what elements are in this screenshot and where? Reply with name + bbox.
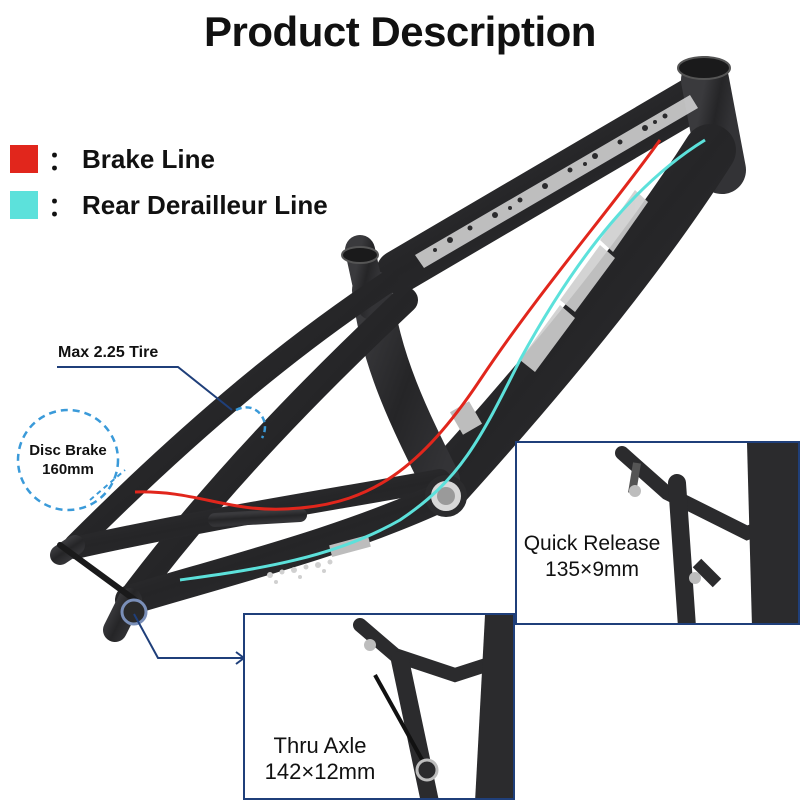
down-tube-graphic xyxy=(520,190,648,372)
quick-release-photo xyxy=(615,443,798,623)
axle-end xyxy=(120,598,148,626)
axle xyxy=(57,542,138,603)
thru-axle-callout-line xyxy=(133,613,243,659)
legend-swatch-brake xyxy=(10,145,38,173)
tire-callout-line xyxy=(57,366,233,411)
head-tube-top xyxy=(677,56,731,80)
legend-colon: ： xyxy=(48,191,75,222)
thru-axle-label-line1: Thru Axle xyxy=(273,733,367,758)
thru-axle-label-line2: 142×12mm xyxy=(264,759,376,784)
quick-release-inset: Quick Release 135×9mm xyxy=(515,441,800,625)
thru-axle-inset: Thru Axle 142×12mm xyxy=(243,613,515,800)
seat-stay-left xyxy=(64,271,399,556)
brake-line xyxy=(134,139,662,511)
legend-label-derailleur: Rear Derailleur Line xyxy=(82,189,328,220)
quick-release-label: Quick Release 135×9mm xyxy=(517,531,667,583)
quick-release-label-line1: Quick Release xyxy=(523,532,661,555)
disc-brake-pointer xyxy=(89,469,126,501)
thru-axle-label: Thru Axle 142×12mm xyxy=(245,733,395,785)
chain-stay-right xyxy=(115,480,460,615)
thru-axle-photo xyxy=(353,615,513,798)
quick-release-label-line2: 135×9mm xyxy=(545,558,639,581)
legend-item-brake: ： Brake Line xyxy=(10,143,215,176)
legend-colon: ： xyxy=(48,145,75,176)
legend-item-derailleur: ： Rear Derailleur Line xyxy=(10,189,328,222)
disc-brake-label-line2: 160mm xyxy=(42,461,94,478)
down-tube xyxy=(419,124,736,511)
seat-post-opening xyxy=(341,246,379,264)
page-title: Product Description xyxy=(204,8,596,55)
legend-label-brake: Brake Line xyxy=(82,143,215,174)
disc-brake-label: Disc Brake 160mm xyxy=(18,441,118,479)
legend-swatch-derailleur xyxy=(10,191,38,219)
tire-callout-label: Max 2.25 Tire xyxy=(58,344,159,361)
disc-brake-circle xyxy=(16,408,120,512)
disc-brake-label-line1: Disc Brake xyxy=(29,442,107,459)
rear-derailleur-line xyxy=(179,138,706,582)
tire-arc xyxy=(235,406,267,439)
top-tube-pattern xyxy=(415,95,698,268)
stay-bridge xyxy=(208,508,307,527)
seat-stay-right xyxy=(117,287,418,613)
